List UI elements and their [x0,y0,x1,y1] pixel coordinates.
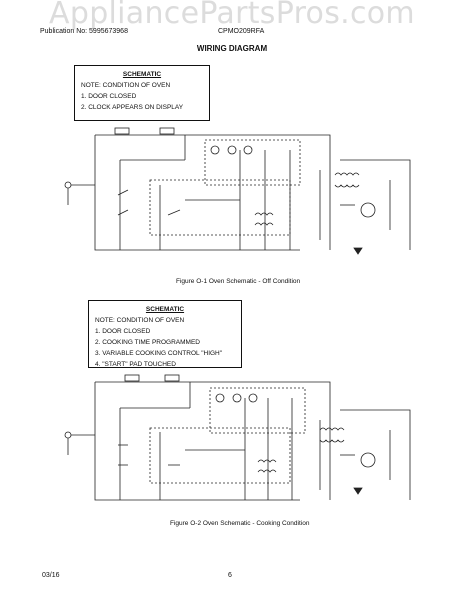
note-line: NOTE: CONDITION OF OVEN [81,82,171,89]
model-number: CPMO209RFA [218,28,265,35]
figure-caption-2: Figure O-2 Oven Schematic - Cooking Cond… [170,520,310,527]
note-line: 2. CLOCK APPEARS ON DISPLAY [81,104,184,111]
figure-caption-1: Figure O-1 Oven Schematic - Off Conditio… [176,278,301,285]
footer-date: 03/16 [42,572,60,579]
note-line: 1. DOOR CLOSED [95,328,151,335]
publication-number: Publication No: 5995673968 [40,28,128,35]
footer-page-number: 6 [228,572,232,579]
watermark: AppliancePartsPros.com [49,0,415,31]
schematic-note-2: SCHEMATIC NOTE: CONDITION OF OVEN 1. DOO… [88,300,242,368]
schematic-note-1: SCHEMATIC NOTE: CONDITION OF OVEN 1. DOO… [74,65,210,121]
note-line: 2. COOKING TIME PROGRAMMED [95,339,200,346]
schematic-diagram-1 [64,127,411,255]
schematic-note-title: SCHEMATIC [145,306,185,313]
schematic-diagram-2 [64,374,411,501]
page-title: WIRING DIAGRAM [196,44,268,53]
note-line: 1. DOOR CLOSED [81,93,137,100]
note-line: NOTE: CONDITION OF OVEN [95,317,185,324]
note-line: 4. "START" PAD TOUCHED [95,361,176,368]
schematic-note-title: SCHEMATIC [122,71,162,78]
note-line: 3. VARIABLE COOKING CONTROL "HIGH" [95,350,223,357]
